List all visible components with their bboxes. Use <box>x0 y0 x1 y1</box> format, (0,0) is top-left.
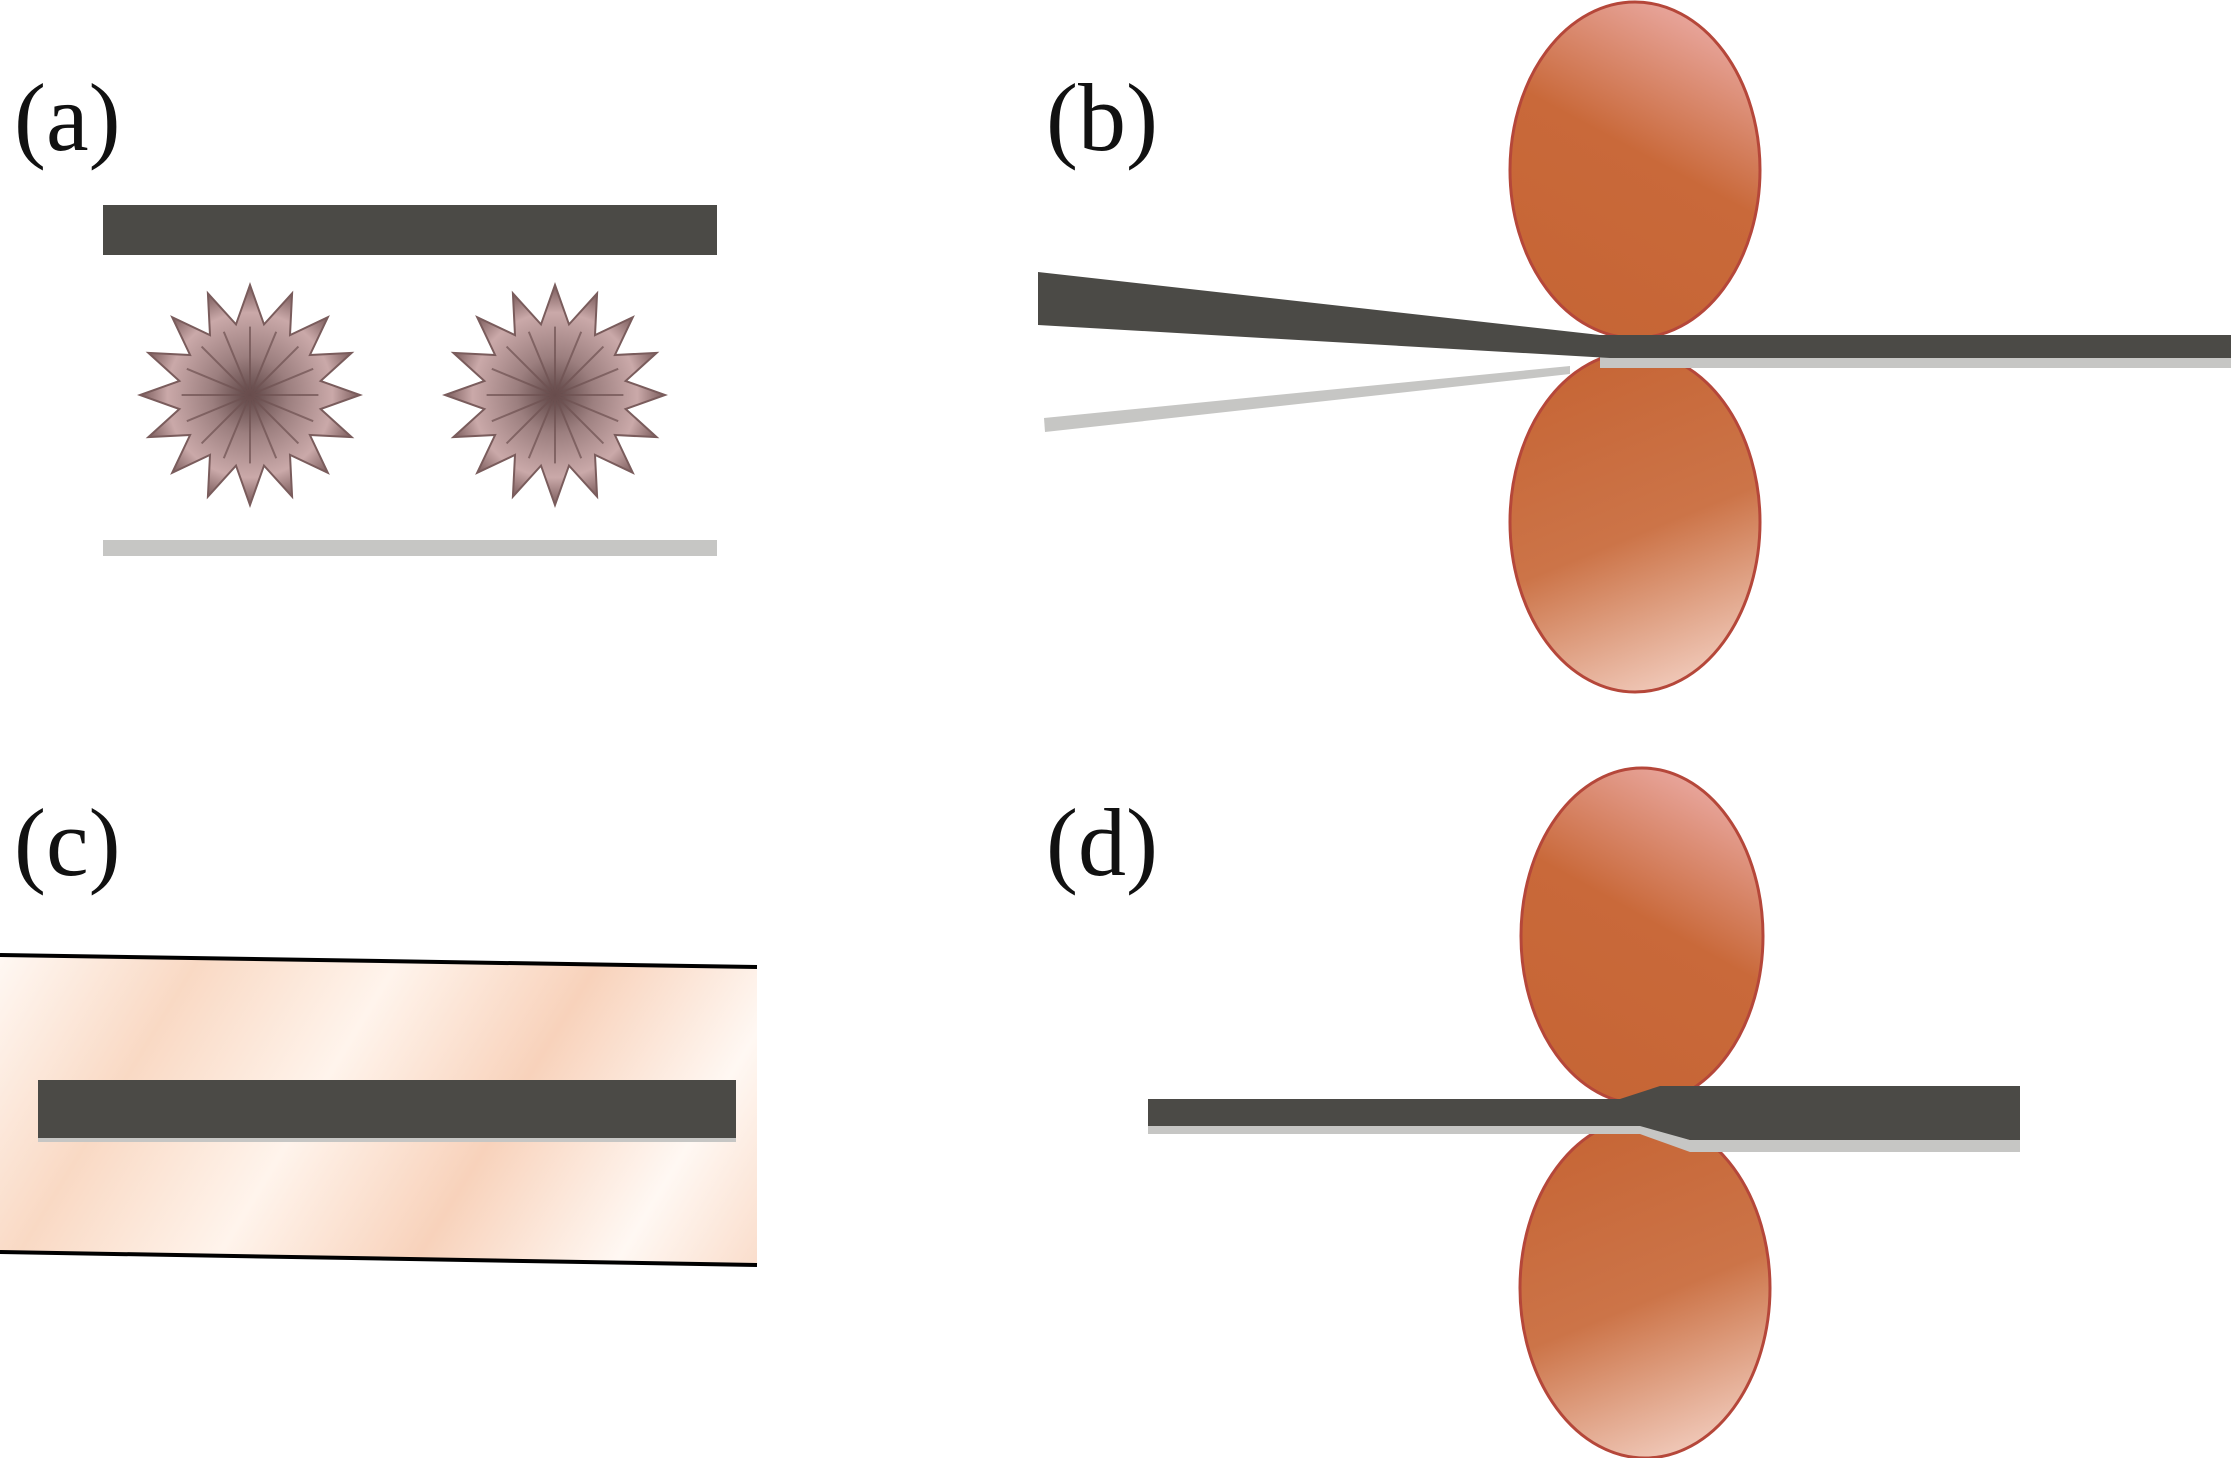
upper-roller <box>1508 0 1762 340</box>
dark-strip-d <box>1148 1086 2020 1140</box>
particle-ray <box>554 394 619 423</box>
particle-ray <box>554 331 583 396</box>
particle-ray <box>186 367 251 396</box>
panel-a: (a) <box>14 64 717 556</box>
particle-ray <box>249 331 278 396</box>
upper-plate <box>103 205 717 255</box>
particle-left <box>137 282 363 508</box>
core-dark-layer <box>38 1080 736 1138</box>
particle-ray <box>249 394 278 459</box>
panel-label-b: (b) <box>1046 64 1158 171</box>
light-strip-d <box>1148 1124 2020 1152</box>
lower-plate <box>103 540 717 556</box>
bonded-light-strip <box>1600 356 2231 368</box>
sleeve-bottom-edge <box>0 1250 758 1267</box>
particle-ray <box>554 394 605 445</box>
lower-roller <box>1508 350 1762 694</box>
lower-roller-d <box>1518 1116 1772 1458</box>
dark-strip <box>1038 272 2231 358</box>
panel-d: (d) <box>1046 766 2020 1458</box>
particle-ray <box>505 394 556 445</box>
particle-ray <box>249 394 300 445</box>
particle-ray <box>200 345 251 396</box>
panel-label-a: (a) <box>14 64 121 171</box>
particle-ray <box>527 331 556 396</box>
sleeve-top-edge <box>0 953 758 969</box>
particle-ray <box>249 394 314 423</box>
panel-label-d: (d) <box>1046 789 1158 896</box>
panel-c: (c) <box>0 789 758 1267</box>
particle-ray <box>222 394 251 459</box>
particle-ray <box>505 345 556 396</box>
particle-ray <box>249 345 300 396</box>
particle-right <box>442 282 668 508</box>
particle-ray <box>200 394 251 445</box>
particle-ray <box>554 394 583 459</box>
panel-b: (b) <box>1038 0 2231 694</box>
particle-ray <box>222 331 251 396</box>
particle-ray <box>554 345 605 396</box>
upper-roller-d <box>1519 766 1765 1106</box>
particle-ray <box>186 394 251 423</box>
panel-label-c: (c) <box>14 789 121 896</box>
particle-ray <box>249 367 314 396</box>
particle-ray <box>491 367 556 396</box>
particle-ray <box>527 394 556 459</box>
light-strip <box>1044 366 1570 432</box>
particle-ray <box>554 367 619 396</box>
particle-ray <box>491 394 556 423</box>
